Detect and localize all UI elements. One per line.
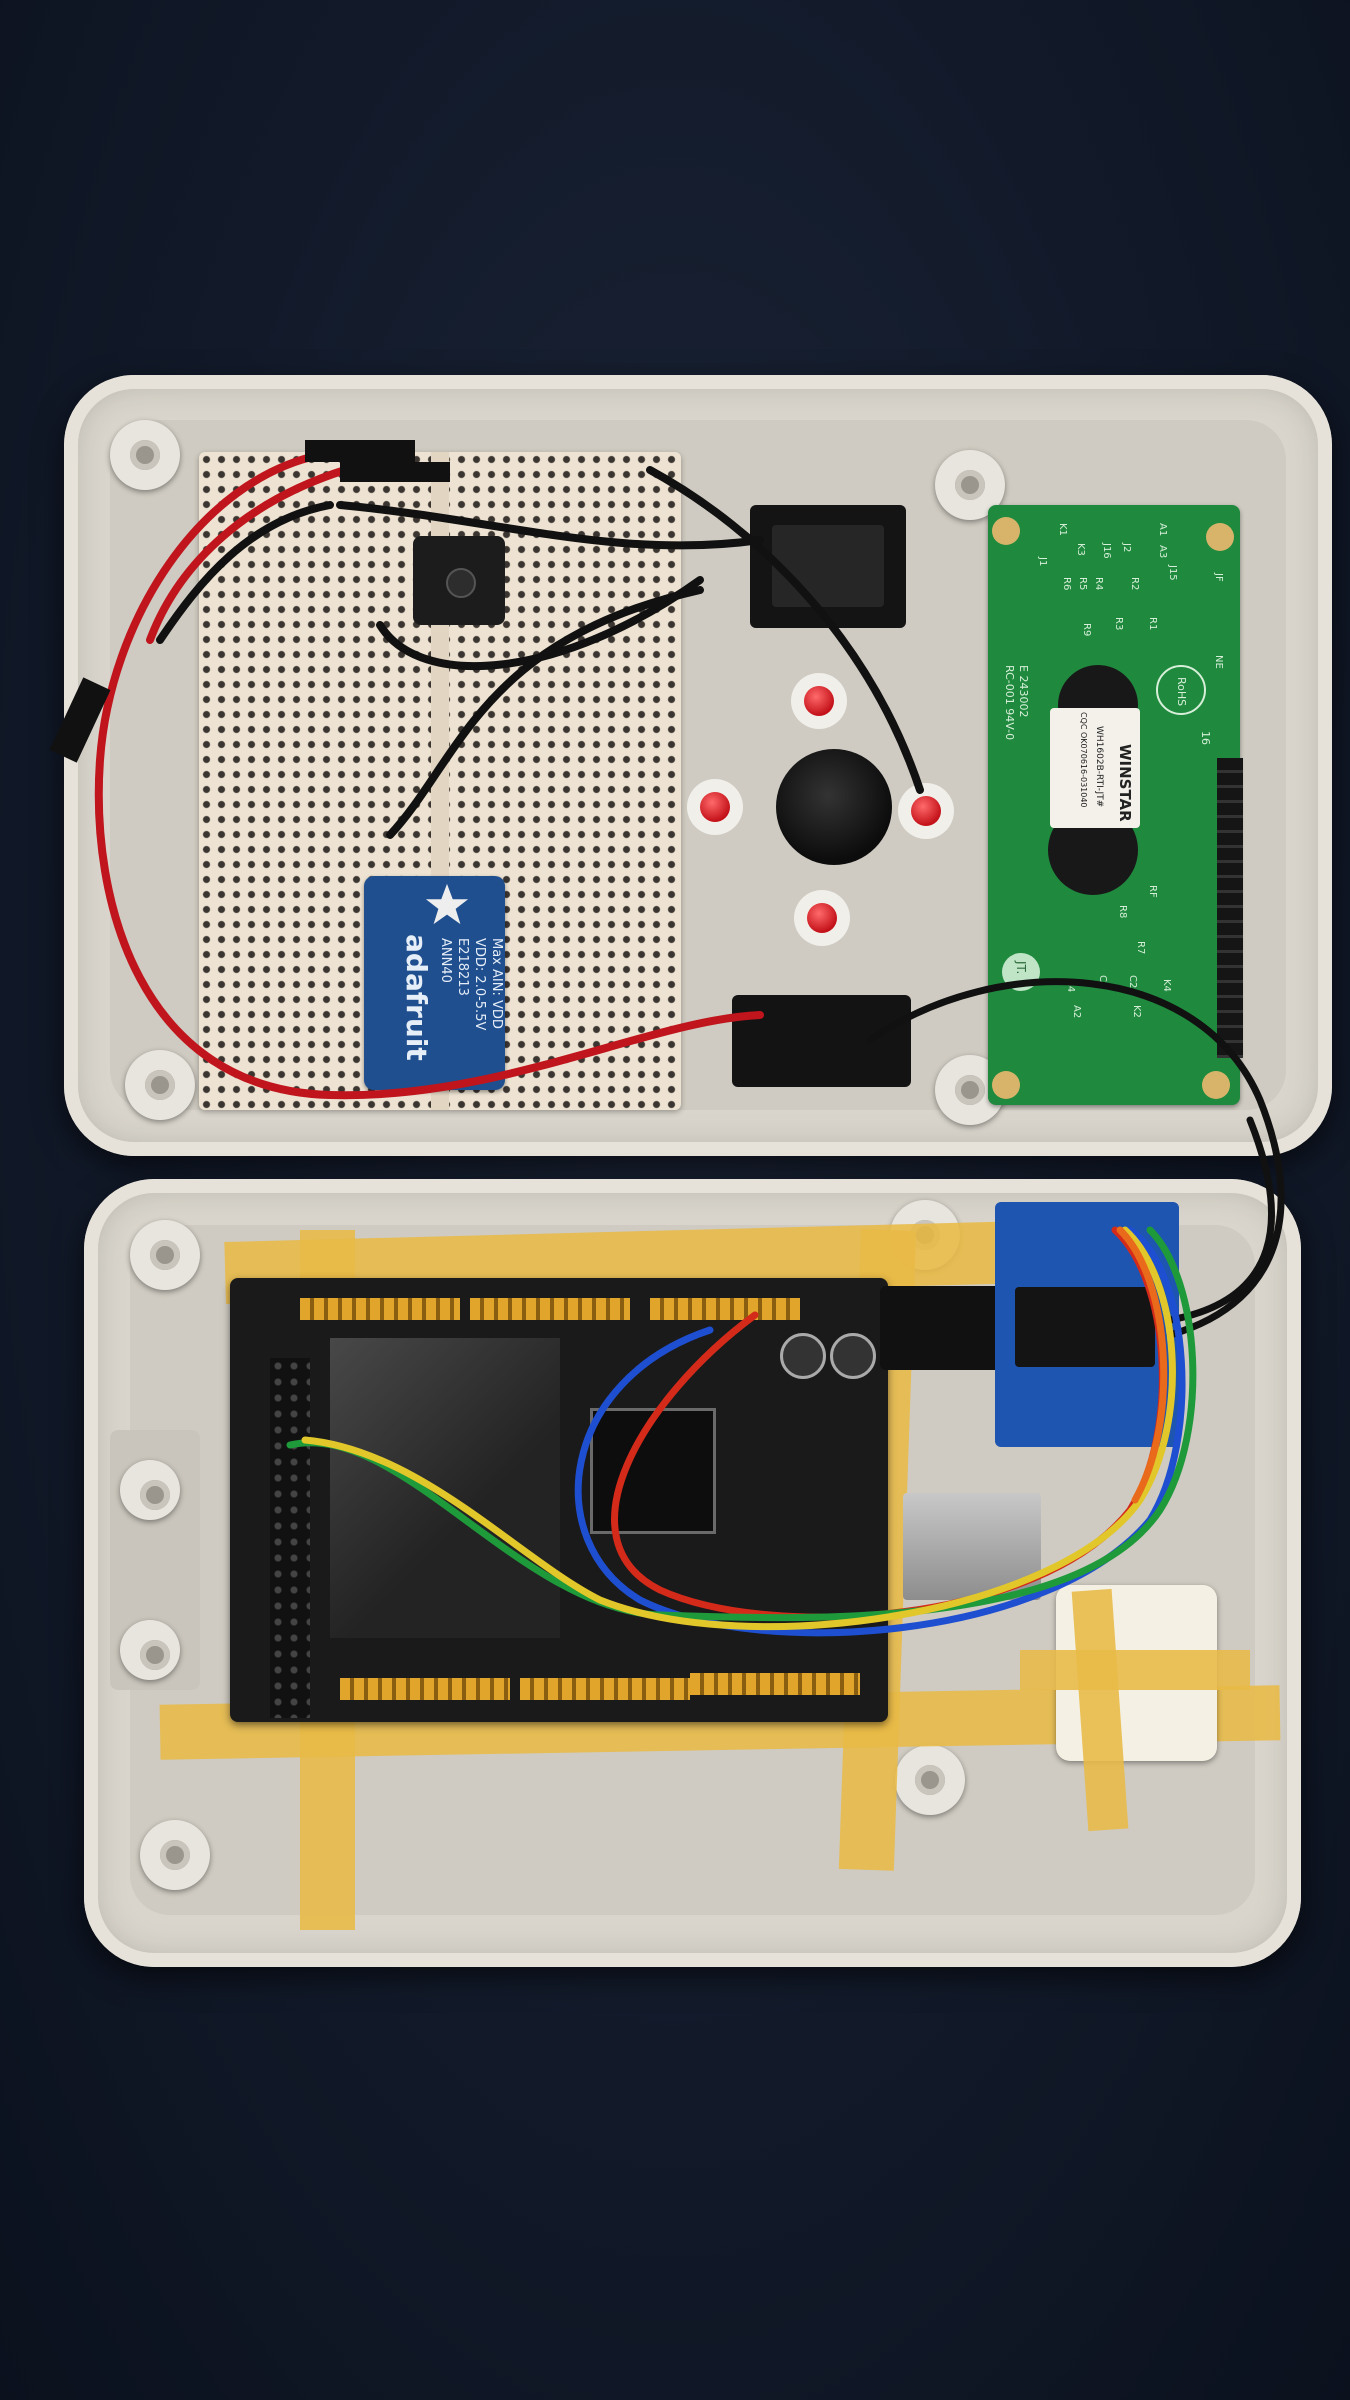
jumper-header (305, 440, 415, 462)
pin-header (690, 1673, 860, 1695)
pin-header (520, 1678, 690, 1700)
dc-power-socket (732, 995, 911, 1087)
red-led (791, 673, 847, 729)
adafruit-sensor-board: adafruit Max AIN: VDD VDD: 2.0-5.5V E218… (364, 876, 505, 1090)
screw-boss (110, 420, 180, 490)
black-wire (646, 466, 924, 794)
double-pin-header (270, 1358, 310, 1718)
blue-wire (574, 1226, 1186, 1637)
gps-connector (1015, 1287, 1155, 1367)
pin-header (340, 1678, 510, 1700)
black-wire (386, 586, 704, 839)
yellow-wire (301, 1226, 1176, 1630)
screw-boss (125, 1050, 195, 1120)
red-led (687, 779, 743, 835)
arduino-mega-board (230, 1278, 888, 1722)
black-wire (156, 501, 334, 644)
orange-wire (1116, 1226, 1168, 1504)
red-wire (146, 466, 349, 644)
screw-boss (140, 1820, 210, 1890)
pin-header (650, 1298, 800, 1320)
rocker-switch (750, 505, 906, 628)
red-wire (611, 1226, 1166, 1621)
capacitor (780, 1333, 826, 1379)
rohs-mark: RoHS (1156, 665, 1206, 715)
red-led (898, 783, 954, 839)
dc-barrel-jack (880, 1286, 1003, 1370)
lcd-pin-header (1217, 758, 1243, 1058)
board-silver-area (330, 1338, 560, 1638)
bracket-screw (120, 1620, 180, 1680)
green-wire (286, 1226, 1197, 1622)
pin-header (470, 1298, 630, 1320)
red-led (794, 890, 850, 946)
black-wire (336, 501, 764, 550)
bracket-screw (120, 1460, 180, 1520)
black-wire (376, 576, 704, 671)
jumper-header (340, 462, 450, 482)
masking-tape (1020, 1650, 1250, 1690)
mount-hole (992, 1071, 1020, 1099)
lcd-sticker: WINSTAR WH1602B-RTI-JT# CQC OK070616-031… (1050, 708, 1140, 828)
capacitor (830, 1333, 876, 1379)
mount-hole (1206, 523, 1234, 551)
screw-boss (935, 450, 1005, 520)
jumper-pin (49, 677, 111, 763)
star-logo-icon (425, 883, 469, 925)
red-wire (94, 451, 764, 1100)
black-wire (866, 978, 1285, 1339)
screw-boss (130, 1220, 200, 1290)
microcontroller-chip (590, 1408, 716, 1534)
mount-hole (1202, 1071, 1230, 1099)
push-button (413, 536, 505, 625)
mount-hole (992, 517, 1020, 545)
black-wire (1166, 1116, 1275, 1324)
pin-header (300, 1298, 460, 1320)
buzzer (776, 749, 892, 865)
screw-boss (895, 1745, 965, 1815)
lcd-module-back: WINSTAR WH1602B-RTI-JT# CQC OK070616-031… (988, 505, 1240, 1105)
